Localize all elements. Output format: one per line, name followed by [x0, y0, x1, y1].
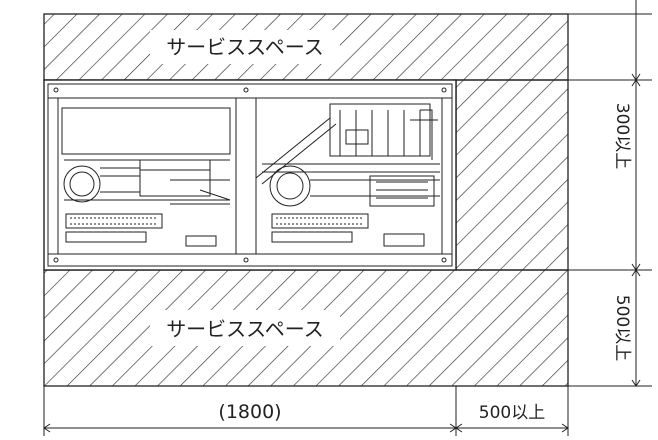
bottom-dimension — [43, 386, 569, 436]
service-space-bottom-label: サービススペース — [166, 317, 324, 341]
dim-300-label: 300以上 — [612, 103, 632, 169]
unit-drawing — [43, 79, 457, 271]
side-dimension — [568, 0, 652, 387]
dim-1800-label: (1800) — [218, 401, 281, 423]
service-space-top-label: サービススペース — [166, 35, 324, 59]
dim-500-side-label: 500以上 — [612, 295, 632, 361]
dim-500-bottom-label: 500以上 — [479, 403, 545, 423]
service-space-right-area — [455, 79, 569, 271]
